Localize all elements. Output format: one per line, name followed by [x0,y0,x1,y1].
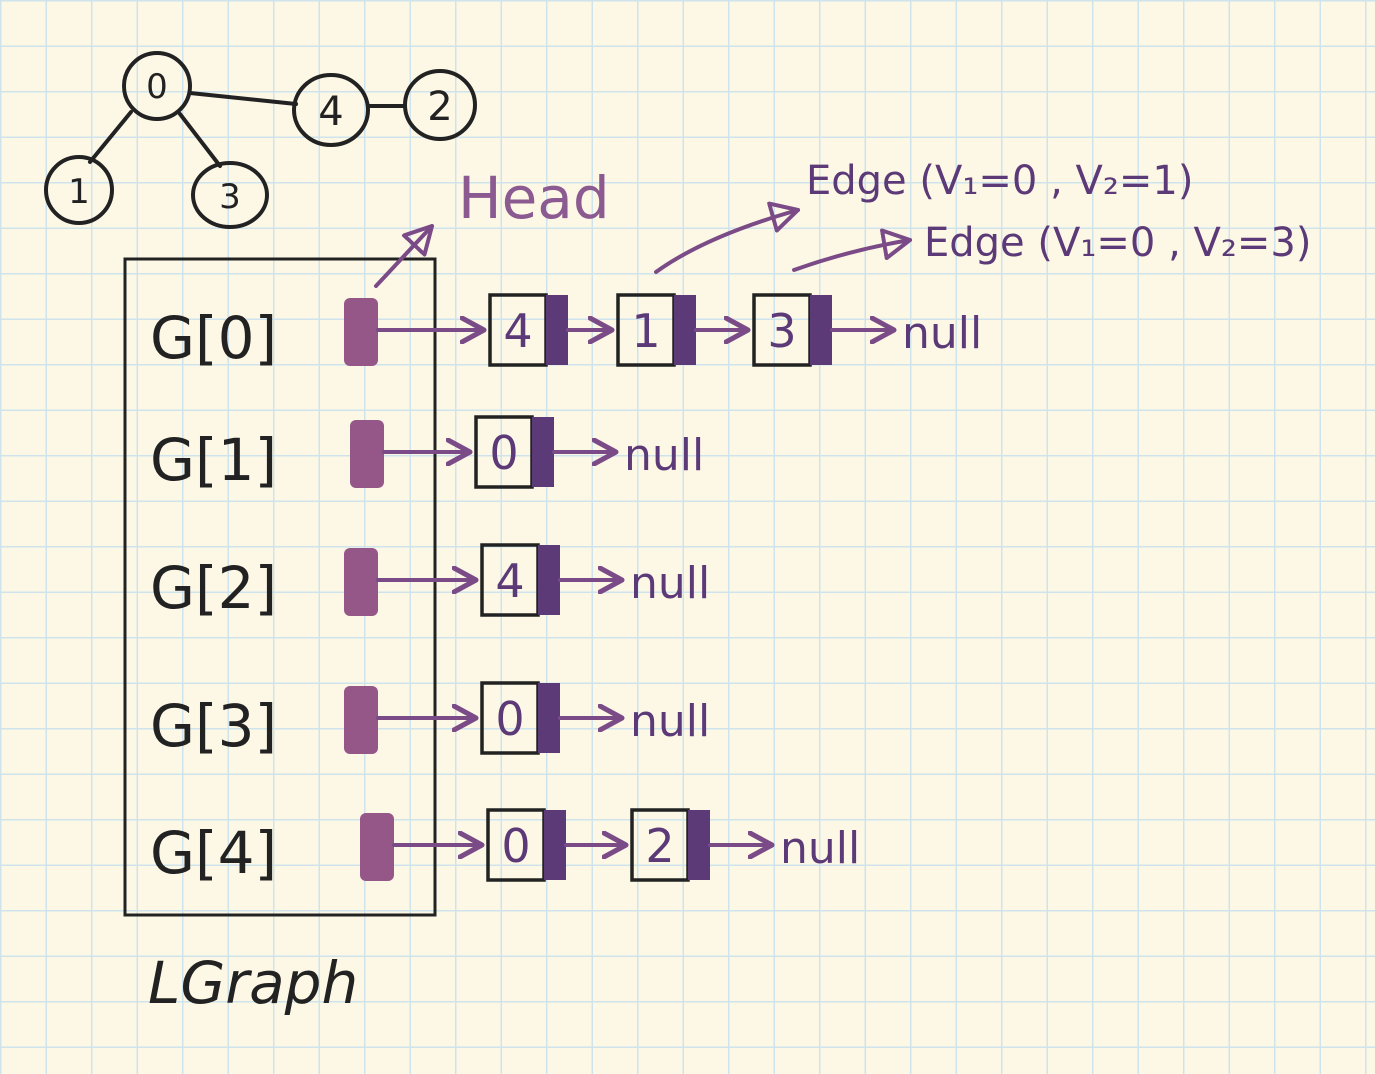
head-label: Head [458,164,610,232]
graph-vertex-label: 2 [427,84,452,130]
graph-vertex: 3 [191,161,269,229]
head-pointer-block [344,686,378,754]
null-terminator: null [630,696,710,747]
head-pointer-block [350,420,384,488]
lgraph-container [123,257,437,917]
edge-label: Edge (V₁=0 , V₂=3) [924,220,1311,266]
graph-vertex-label: 1 [68,172,90,212]
container-label: LGraph [148,949,358,1017]
graph-vertex-label: 0 [146,67,168,107]
list-node-next-block [810,295,832,365]
edge-label-arrow [654,201,800,274]
list-node-next-block [688,810,710,880]
null-terminator: null [624,430,704,481]
list-node-value: 0 [495,692,524,746]
source-graph: 0 1 3 4 2 [44,51,477,229]
list-node-value: 0 [501,819,530,873]
edge-label-arrow [792,228,912,272]
list-node-value: 4 [503,304,532,358]
list-node-next-block [538,545,560,615]
list-node-value: 1 [631,304,660,358]
list-node-value: 2 [645,819,674,873]
head-slot-label: G[3] [150,692,277,760]
graph-vertex: 4 [292,73,370,147]
edge-0-4 [188,91,298,106]
head-slot-label: G[1] [150,426,277,494]
list-node-next-block [532,417,554,487]
head-slot-label: G[4] [150,819,277,887]
list-node-value: 4 [495,554,524,608]
head-pointer-block [360,813,394,881]
list-node-value: 3 [767,304,796,358]
graph-vertex: 0 [122,51,192,121]
list-node-next-block [546,295,568,365]
null-terminator: null [902,308,982,359]
edge-0-1 [88,110,133,164]
null-terminator: null [630,558,710,609]
graph-vertex-label: 4 [318,89,343,135]
null-terminator: null [780,823,860,874]
list-node-value: 0 [489,426,518,480]
head-arrow [374,224,434,288]
edge-0-3 [178,112,222,168]
graph-vertex: 1 [44,155,114,225]
list-node-next-block [674,295,696,365]
head-pointer-block [344,298,378,366]
graph-vertex: 2 [403,69,477,141]
head-pointer-block [344,548,378,616]
list-node-next-block [538,683,560,753]
graph-vertex-label: 3 [219,177,241,217]
list-node-next-block [544,810,566,880]
head-slot-label: G[0] [150,304,277,372]
head-slot-label: G[2] [150,554,277,622]
edge-label: Edge (V₁=0 , V₂=1) [806,158,1193,204]
